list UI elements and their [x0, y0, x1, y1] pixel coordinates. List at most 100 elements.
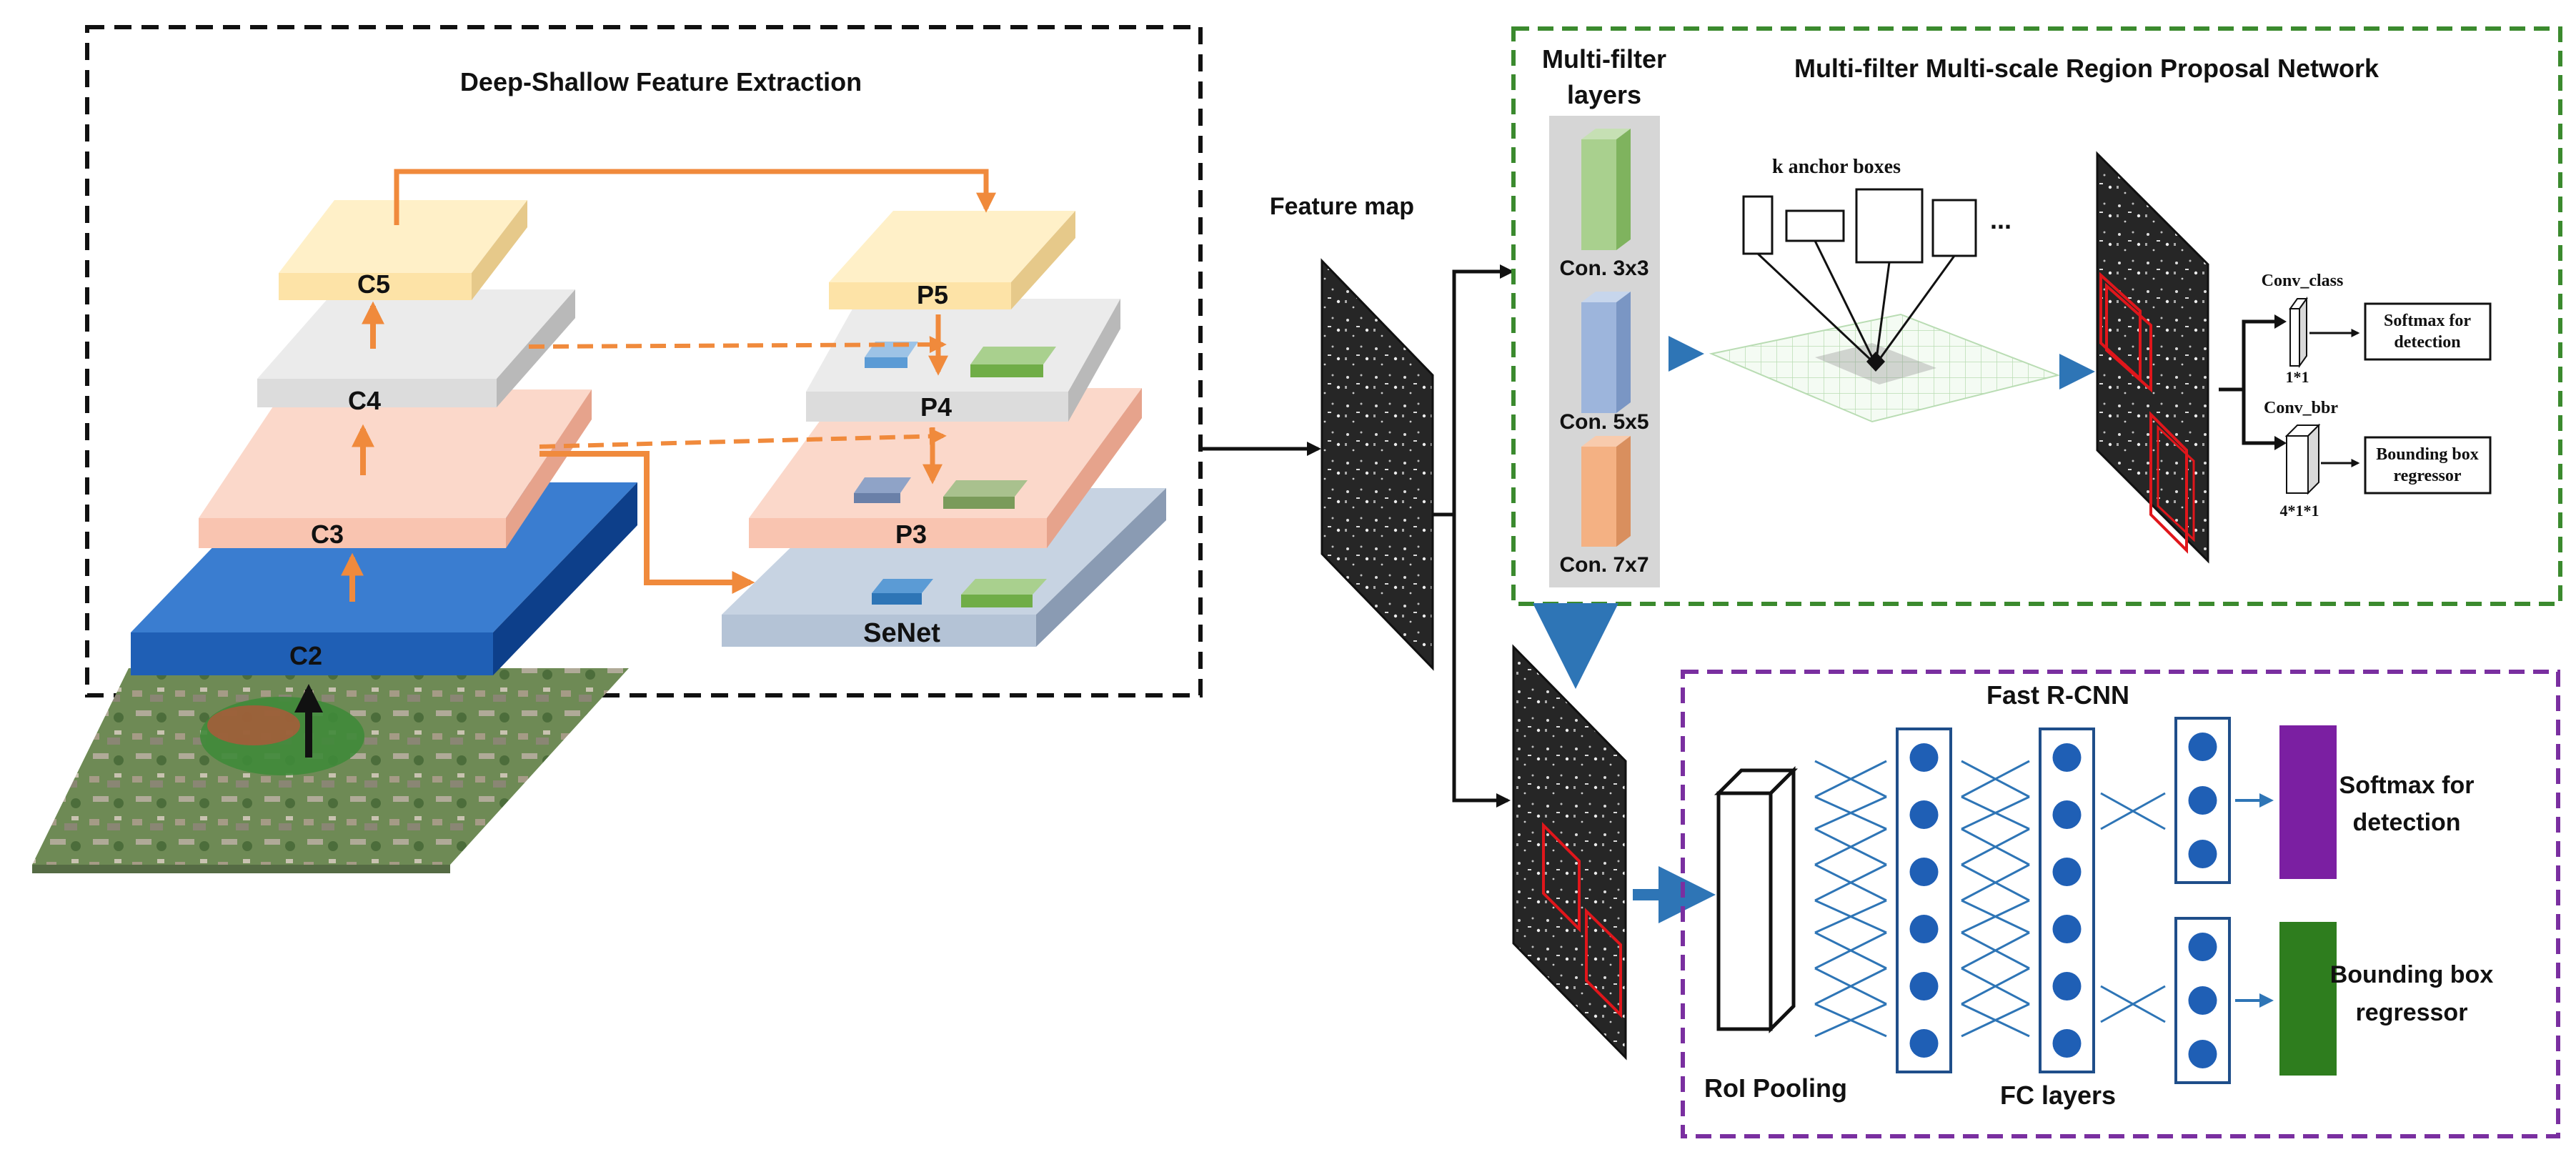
c4-label: C4 — [348, 386, 381, 415]
senet-label: SeNet — [863, 618, 940, 648]
fc1-layer-neuron — [1909, 915, 1939, 943]
fast-softmax-line2: detection — [2352, 809, 2460, 836]
rpn-softmax-line2: detection — [2394, 333, 2460, 352]
filter-conv7x7-label: Con. 7x7 — [1559, 553, 1648, 577]
fc1-layer-frame — [1896, 728, 1952, 1073]
conv-class-size: 1*1 — [2286, 368, 2309, 386]
roi-to-fc1-connection — [1814, 863, 1887, 902]
roi-to-fc1-connection — [1814, 828, 1887, 866]
feature-map-label: Feature map — [1270, 193, 1414, 220]
fc1-to-fc2-connection — [1961, 760, 2030, 798]
layer-p5: P5 — [829, 211, 1075, 309]
fc-layers-label: FC layers — [2000, 1081, 2116, 1110]
c3-to-senet-arrow — [539, 451, 755, 594]
c5-label: C5 — [357, 269, 390, 299]
filter-conv7x7: Con. 7x7 — [1559, 436, 1649, 577]
rpn-softmax-box — [2364, 302, 2492, 361]
reg-fc-layer-neuron — [2188, 1040, 2217, 1068]
c3-label: C3 — [311, 520, 344, 549]
roi-pooling-label: RoI Pooling — [1704, 1073, 1847, 1103]
filter-conv3x3-label: Con. 3x3 — [1559, 257, 1648, 280]
fc2-layer-neuron — [2052, 915, 2082, 943]
p4-label: P4 — [920, 392, 952, 422]
rpn-frame — [1511, 26, 2562, 606]
fast-rcnn-title: Fast R-CNN — [1986, 680, 2129, 710]
fc2-layer-neuron — [2052, 858, 2082, 886]
layer-p4: P4 — [806, 299, 1120, 422]
reg-fc-layer-neuron — [2188, 933, 2217, 961]
conv-bbr-label: Conv_bbr — [2264, 399, 2338, 417]
softmax-output-bar — [2279, 725, 2337, 879]
c4-to-p4-dashed — [528, 336, 947, 354]
fast-bbox-line1: Bounding box — [2330, 961, 2494, 988]
roi-pooling-block — [1714, 765, 1799, 1034]
fast-softmax-line1: Softmax for — [2339, 772, 2475, 799]
fc1-to-fc2-connection — [1961, 931, 2030, 970]
anchors-label: k anchor boxes — [1772, 156, 1901, 178]
feature-map-image — [1321, 258, 1434, 671]
filter-conv3x3: Con. 3x3 — [1559, 129, 1649, 280]
c3-to-p3-dashed — [539, 427, 947, 449]
fc1-layer-neuron — [1909, 972, 1939, 1000]
fast-rcnn-frame — [1681, 670, 2560, 1138]
fc2-to-cls-connection — [2100, 792, 2166, 830]
p5-label: P5 — [917, 280, 948, 309]
fc1-to-fc2-connection — [1961, 967, 2030, 1005]
fc1-to-fc2-connection — [1961, 1003, 2030, 1038]
rpn-proposal-image — [2096, 151, 2209, 564]
roi-to-fc1-connection — [1814, 795, 1887, 830]
fc1-to-fc2-connection — [1961, 863, 2030, 902]
roi-to-fc1-connection — [1814, 931, 1887, 970]
anchor-boxes — [1742, 188, 1977, 372]
anchors-ellipsis: ... — [1990, 205, 2011, 234]
fc2-layer-neuron — [2052, 800, 2082, 829]
c5-to-p5-arrow — [394, 169, 996, 225]
rpn-bbox-line1: Bounding box — [2376, 445, 2478, 464]
rpn-softmax-line1: Softmax for — [2384, 312, 2471, 330]
fc2-layer-neuron — [2052, 1029, 2082, 1058]
featuremap-to-rpn-arrow — [1433, 264, 1514, 517]
fc-network — [1814, 717, 2274, 1084]
conv-bbr-size: 4*1*1 — [2280, 502, 2319, 520]
proposals-branch — [2219, 319, 2276, 445]
cls-fc-layer-neuron — [2188, 840, 2217, 868]
cls-fc-layer-neuron — [2188, 733, 2217, 761]
rpn-bbox-box — [2364, 436, 2492, 495]
filters-title-line1: Multi-filter — [1542, 44, 1666, 74]
fast-bbox-line2: regressor — [2356, 999, 2468, 1026]
fc1-layer-neuron — [1909, 1029, 1939, 1058]
roi-to-fc1-connection — [1814, 760, 1887, 798]
fc1-layer-neuron — [1909, 800, 1939, 829]
rpn-bbox-line2: regressor — [2393, 467, 2461, 485]
conv-class-block — [2289, 296, 2308, 369]
extraction-frame — [85, 25, 1203, 697]
fc2-layer-neuron — [2052, 972, 2082, 1000]
fc1-to-fc2-connection — [1961, 899, 2030, 934]
input-aerial-image — [32, 668, 629, 873]
roi-to-fc1-connection — [1814, 1003, 1887, 1038]
fc1-layer-neuron — [1909, 858, 1939, 886]
filter-conv5x5-label: Con. 5x5 — [1559, 410, 1648, 434]
roi-to-fc1-connection — [1814, 967, 1887, 1005]
conv-bbr-block — [2284, 423, 2321, 495]
conv-class-label: Conv_class — [2262, 272, 2344, 290]
rpn-title: Multi-filter Multi-scale Region Proposal… — [1794, 54, 2379, 83]
filters-title-line2: layers — [1567, 80, 1641, 109]
roi-to-fc1-connection — [1814, 899, 1887, 934]
layer-c3: C3 — [199, 389, 592, 549]
proposal-feature-image — [1512, 644, 1627, 1061]
featuremap-to-proposal-arrow — [1452, 515, 1511, 808]
fc2-layer-neuron — [2052, 743, 2082, 772]
reg-fc-layer-neuron — [2188, 986, 2217, 1015]
fc1-to-fc2-connection — [1961, 828, 2030, 866]
fc1-to-fc2-connection — [1961, 795, 2030, 830]
filter-conv5x5: Con. 5x5 — [1559, 292, 1649, 434]
c2-label: C2 — [289, 641, 322, 670]
layer-c5: C5 — [279, 200, 527, 300]
fc2-to-reg-connection — [2100, 985, 2166, 1023]
fc2-layer-frame — [2039, 728, 2095, 1073]
cls-fc-layer-neuron — [2188, 786, 2217, 815]
p3-label: P3 — [895, 520, 927, 549]
fc1-layer-neuron — [1909, 743, 1939, 772]
